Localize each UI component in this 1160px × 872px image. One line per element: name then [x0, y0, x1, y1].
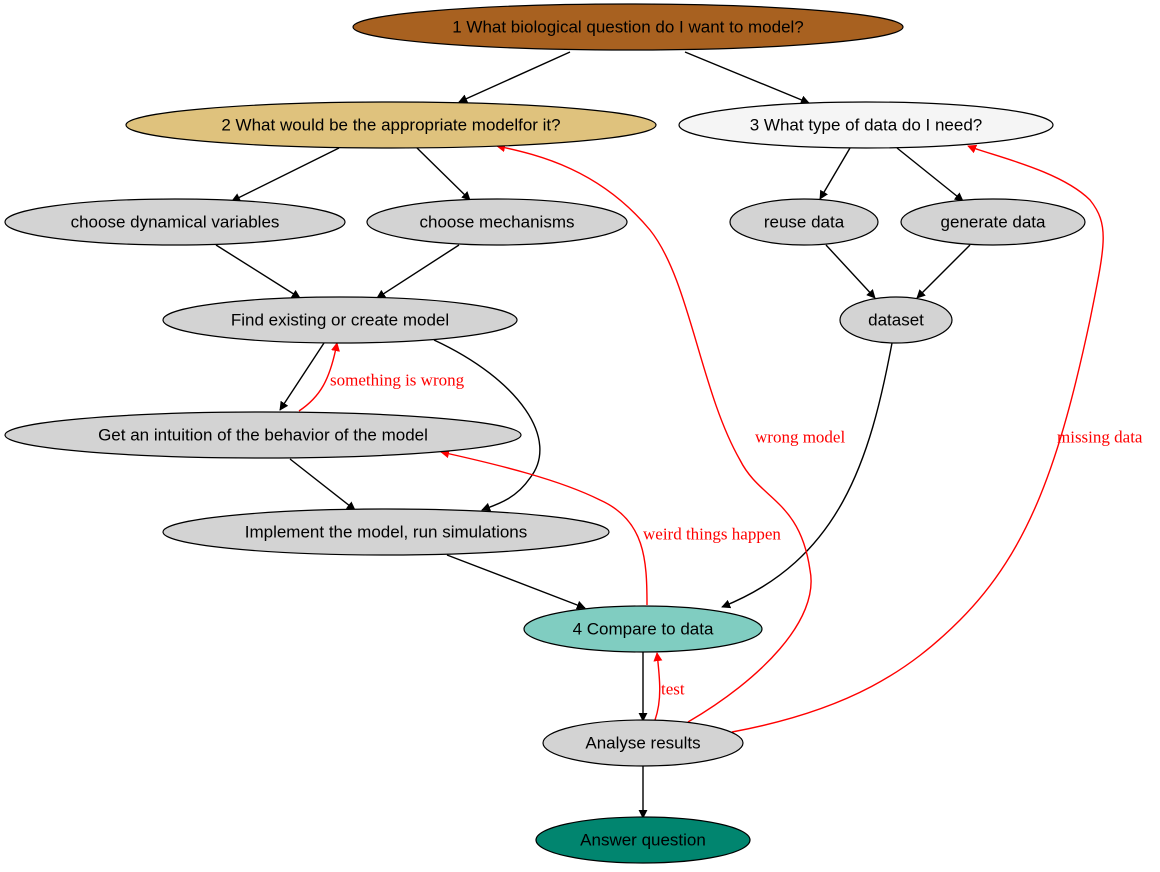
node-label-intuition: Get an intuition of the behavior of the … — [98, 426, 428, 445]
edge-vars-to-find — [215, 244, 301, 299]
node-intuition: Get an intuition of the behavior of the … — [4, 411, 522, 459]
edge-label-missing-data: missing data — [1057, 428, 1143, 447]
edge-intuition-to-impl — [289, 458, 356, 511]
node-q3: 3 What type of data do I need? — [678, 101, 1054, 149]
node-analyse: Analyse results — [542, 719, 744, 767]
edge-label-test: test — [661, 680, 685, 699]
edge-reuse-to-dataset — [825, 244, 876, 299]
edge-gen-to-dataset — [916, 244, 971, 299]
edge-q1-to-q2 — [458, 51, 571, 103]
edge-q1-to-q3 — [684, 51, 810, 105]
edge-q2-to-mech — [416, 147, 471, 201]
node-label-q2: 2 What would be the appropriate modelfor… — [221, 116, 560, 135]
node-label-mech: choose mechanisms — [420, 213, 575, 232]
edge-find-to-intuition — [279, 342, 325, 411]
edge-analyse-to-q3 — [731, 144, 1104, 733]
node-dataset: dataset — [839, 296, 953, 344]
node-label-analyse: Analyse results — [585, 734, 700, 753]
edge-intuition-to-find — [298, 342, 340, 412]
node-vars: choose dynamical variables — [4, 198, 346, 246]
edge-q3-to-reuse — [819, 147, 851, 200]
node-label-dataset: dataset — [868, 311, 924, 330]
edge-analyse-to-q4 — [653, 652, 663, 721]
node-label-q4: 4 Compare to data — [573, 620, 714, 639]
node-shape-impl — [162, 508, 610, 556]
node-mech: choose mechanisms — [366, 198, 628, 246]
edge-label-wrong-model: wrong model — [755, 428, 845, 447]
node-shape-q2 — [125, 101, 657, 149]
edge-label-weird-things-happen: weird things happen — [643, 525, 781, 544]
node-shape-mech — [366, 198, 628, 246]
node-gen: generate data — [900, 198, 1086, 246]
edges-layer — [215, 51, 1104, 819]
node-label-find: Find existing or create model — [231, 311, 449, 330]
node-q1: 1 What biological question do I want to … — [352, 3, 904, 51]
edge-analyse-to-q2 — [496, 143, 812, 723]
edge-find-to-impl — [433, 339, 541, 512]
node-q4: 4 Compare to data — [523, 605, 763, 653]
node-find: Find existing or create model — [162, 296, 518, 344]
node-label-answer: Answer question — [580, 831, 706, 850]
node-q2: 2 What would be the appropriate modelfor… — [125, 101, 657, 149]
edge-labels-layer: something is wrong weird things happen tes… — [330, 371, 1143, 699]
node-shape-dataset — [839, 296, 953, 344]
node-label-q1: 1 What biological question do I want to … — [452, 18, 804, 37]
edge-q4-to-intuition — [440, 449, 648, 606]
node-reuse: reuse data — [729, 198, 879, 246]
node-shape-gen — [900, 198, 1086, 246]
node-label-impl: Implement the model, run simulations — [245, 523, 528, 542]
node-label-reuse: reuse data — [764, 213, 845, 232]
node-shape-answer — [535, 816, 751, 864]
node-label-gen: generate data — [941, 213, 1046, 232]
node-shape-reuse — [729, 198, 879, 246]
node-shape-find — [162, 296, 518, 344]
edge-mech-to-find — [376, 244, 460, 299]
node-shape-q3 — [678, 101, 1054, 149]
nodes-layer: 1 What biological question do I want to … — [4, 3, 1086, 864]
node-impl: Implement the model, run simulations — [162, 508, 610, 556]
node-label-q3: 3 What type of data do I need? — [750, 116, 983, 135]
node-shape-q4 — [523, 605, 763, 653]
node-label-vars: choose dynamical variables — [71, 213, 280, 232]
edge-label-something-is-wrong: something is wrong — [330, 371, 465, 390]
edge-dataset-to-q4 — [721, 342, 893, 609]
edge-q2-to-vars — [231, 147, 340, 202]
edge-impl-to-q4 — [446, 554, 586, 610]
edge-q3-to-gen — [896, 147, 964, 202]
node-shape-q1 — [352, 3, 904, 51]
node-shape-intuition — [4, 411, 522, 459]
node-shape-analyse — [542, 719, 744, 767]
node-shape-vars — [4, 198, 346, 246]
node-answer: Answer question — [535, 816, 751, 864]
